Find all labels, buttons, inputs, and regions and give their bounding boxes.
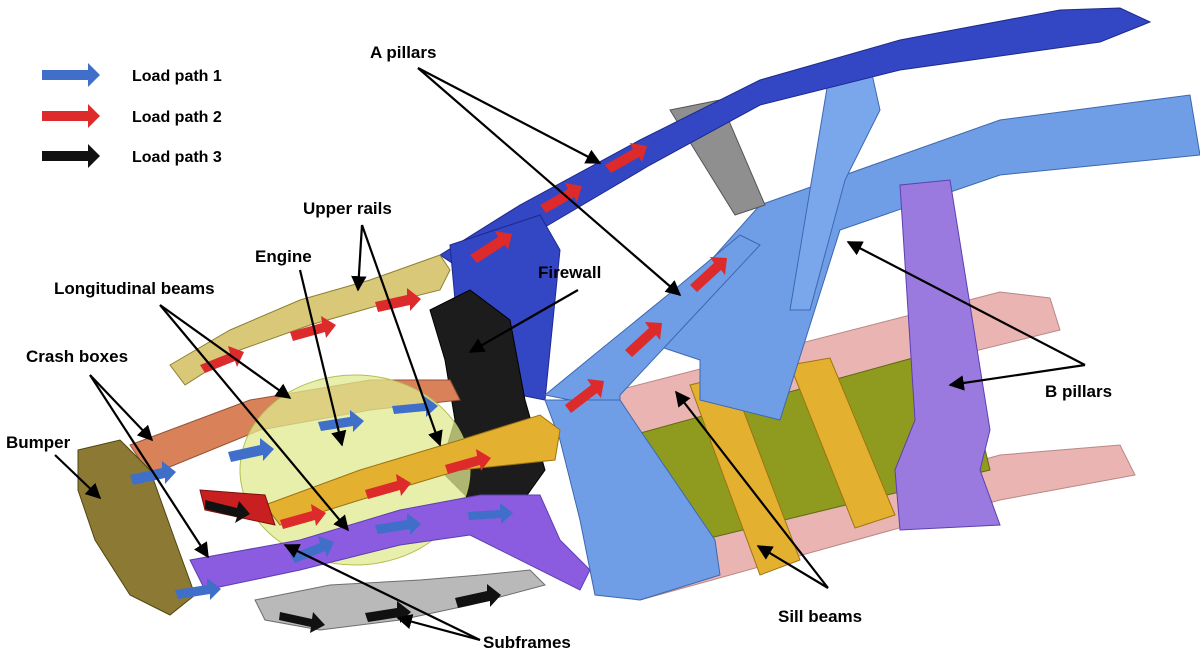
label-bumper: Bumper — [6, 433, 71, 452]
load-path-2-arrow — [540, 183, 582, 213]
leader-firewall — [468, 289, 579, 353]
load-path-3-arrow — [455, 584, 501, 608]
legend-swatch-black-arrow — [42, 144, 100, 168]
leader-sill-beams-1 — [675, 390, 829, 589]
load-path-1-arrow — [228, 438, 274, 462]
label-longitudinal-beams: Longitudinal beams — [54, 279, 215, 298]
load-path-2-arrow — [625, 322, 662, 357]
legend-swatch-red-arrow — [42, 104, 100, 128]
load-path-arrows — [130, 143, 727, 633]
label-subframes: Subframes — [483, 633, 571, 652]
legend-swatch-blue-arrow — [42, 63, 100, 87]
load-path-2-arrow — [280, 504, 326, 529]
legend-label: Load path 3 — [132, 149, 222, 166]
legend-item-load-path-2: Load path 2 — [42, 104, 222, 128]
leader-sill-beams-2 — [756, 545, 829, 589]
load-path-2-arrow — [470, 231, 512, 263]
label-crash-boxes: Crash boxes — [26, 347, 128, 366]
load-path-1-arrow — [392, 396, 438, 417]
legend-label: Load path 1 — [132, 68, 222, 85]
leader-crash-boxes-2 — [89, 374, 209, 559]
load-path-1-arrow — [290, 536, 334, 563]
leader-upper-rails-1 — [351, 224, 367, 292]
load-path-2-arrow — [605, 143, 647, 173]
load-path-1-arrow — [318, 410, 364, 432]
leader-upper-rails-2 — [360, 224, 443, 447]
load-path-1-arrow — [375, 513, 421, 535]
legend-label: Load path 2 — [132, 109, 222, 126]
cross-member-2-shape — [789, 357, 896, 529]
load-path-3-arrow — [205, 500, 250, 523]
legend-item-load-path-3: Load path 3 — [42, 144, 222, 168]
longitudinal-lower-shape — [189, 494, 591, 591]
load-path-3-arrows — [205, 500, 501, 633]
load-path-2-arrow — [690, 257, 727, 292]
leader-a-pillars-2 — [417, 67, 682, 297]
leader-subframes-1 — [283, 544, 481, 641]
label-sill-beams: Sill beams — [778, 607, 862, 626]
hinge-pillar-shape — [544, 399, 721, 601]
leader-longitudinal-1 — [159, 304, 292, 399]
label-b-pillars: B pillars — [1045, 382, 1112, 401]
leader-b-pillars-2 — [948, 363, 1086, 391]
load-path-2-arrow — [565, 379, 604, 413]
label-a-pillars: A pillars — [370, 43, 436, 62]
load-path-1-arrow — [175, 578, 221, 600]
leader-longitudinal-2 — [159, 304, 349, 532]
load-path-2-arrow — [375, 288, 421, 312]
callout-labels: A pillars Upper rails Engine Firewall Lo… — [6, 43, 1112, 652]
b-pillar-shape — [894, 179, 1001, 531]
load-path-1-arrows — [130, 396, 513, 600]
bumper-shape — [77, 439, 196, 616]
load-path-2-arrow — [365, 474, 411, 499]
load-path-3-arrow — [279, 612, 325, 633]
legend-item-load-path-1: Load path 1 — [42, 63, 222, 87]
label-upper-rails: Upper rails — [303, 199, 392, 218]
leader-b-pillars-1 — [846, 241, 1086, 366]
label-engine: Engine — [255, 247, 312, 266]
leader-crash-boxes-1 — [89, 374, 154, 442]
load-path-1-arrow — [468, 503, 513, 524]
label-firewall: Firewall — [538, 263, 601, 282]
load-path-2-arrow — [445, 449, 491, 474]
load-path-3-arrow — [365, 601, 411, 623]
leader-engine — [298, 269, 347, 447]
leader-subframes-2 — [396, 614, 481, 642]
vehicle-body — [77, 7, 1200, 631]
leader-a-pillars-1 — [417, 67, 602, 164]
legend: Load path 1 Load path 2 Load path 3 — [42, 63, 222, 168]
leader-bumper — [54, 454, 102, 500]
leader-lines — [54, 67, 1086, 642]
body-side-upper-shape — [639, 94, 1200, 421]
